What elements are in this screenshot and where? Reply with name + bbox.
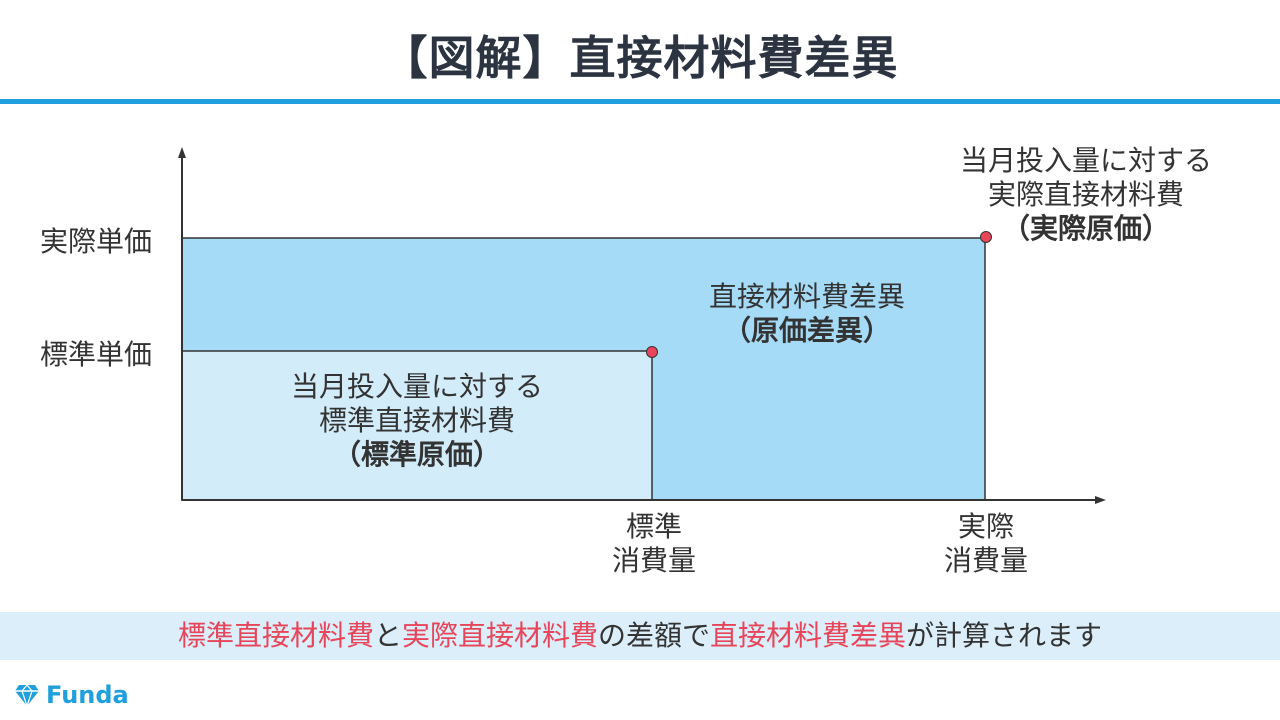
standard-cost-line1: 当月投入量に対する: [290, 370, 543, 403]
variance-line2: （原価差異）: [722, 314, 891, 347]
title-underline: [0, 99, 1280, 104]
y-axis-arrow: [178, 147, 186, 158]
summary-term-actual: 実際直接材料費: [401, 619, 598, 652]
diamond-icon: [15, 684, 39, 707]
summary-text-2: の差額で: [598, 619, 711, 652]
summary-term-standard: 標準直接材料費: [177, 619, 374, 652]
standard-point-marker: [646, 346, 658, 358]
actual-cost-callout: 当月投入量に対する 実際直接材料費 （実際原価）: [930, 144, 1242, 246]
standard-cost-line2: 標準直接材料費: [318, 404, 515, 437]
y-label-standard-price: 標準単価: [40, 338, 153, 371]
actual-cost-line1: 当月投入量に対する: [959, 144, 1212, 177]
x-label-standard-qty: 標準 消費量: [594, 510, 714, 578]
x-label-actual-qty: 実際 消費量: [926, 510, 1046, 578]
x-label-standard-qty-line2: 消費量: [611, 544, 696, 577]
logo-text: Funda: [46, 681, 129, 709]
variance-line1: 直接材料費差異: [708, 280, 905, 313]
x-label-actual-qty-line2: 消費量: [943, 544, 1028, 577]
actual-cost-line3: （実際原価）: [1001, 212, 1170, 245]
variance-label: 直接材料費差異 （原価差異）: [652, 280, 962, 348]
standard-cost-line3: （標準原価）: [332, 438, 501, 471]
standard-cost-region: [181, 350, 653, 501]
page-title: 【図解】直接材料費差異: [381, 31, 899, 85]
brand-logo: Funda: [14, 680, 129, 710]
summary-band: 標準直接材料費と実際直接材料費の差額で直接材料費差異が計算されます: [0, 612, 1280, 660]
standard-cost-label: 当月投入量に対する 標準直接材料費 （標準原価）: [182, 370, 652, 472]
summary-text-1: と: [373, 619, 402, 652]
cost-variance-diagram: [178, 147, 1106, 504]
x-axis-arrow: [1095, 496, 1106, 504]
actual-cost-line2: 実際直接材料費: [987, 178, 1184, 211]
x-label-actual-qty-line1: 実際: [957, 510, 1014, 543]
actual-point-marker: [980, 231, 992, 243]
x-label-standard-qty-line1: 標準: [625, 510, 682, 543]
summary-text-3: が計算されます: [906, 619, 1103, 652]
y-label-actual-price: 実際単価: [40, 225, 153, 258]
summary-term-variance: 直接材料費差異: [710, 619, 907, 652]
